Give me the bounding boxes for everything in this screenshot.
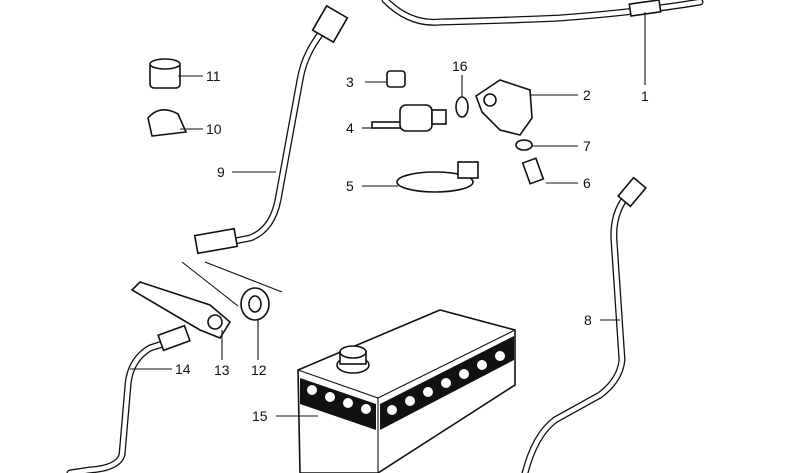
callout-16: 16 bbox=[452, 58, 468, 74]
assembly-guide-line bbox=[204, 261, 283, 293]
part-14-pipe bbox=[66, 324, 191, 473]
callout-6: 6 bbox=[583, 175, 591, 191]
callout-10: 10 bbox=[206, 121, 222, 137]
callout-13: 13 bbox=[214, 362, 230, 378]
part-8-pipe bbox=[521, 176, 647, 473]
callout-9: 9 bbox=[217, 164, 225, 180]
callout-4: 4 bbox=[346, 120, 354, 136]
part-11-grommet bbox=[149, 58, 203, 89]
part-1-hose bbox=[381, 0, 704, 85]
part-4-sensor bbox=[362, 104, 447, 132]
part-15-battery bbox=[276, 309, 516, 473]
callout-11: 11 bbox=[206, 68, 221, 84]
callout-2: 2 bbox=[583, 87, 591, 103]
part-5-clamp bbox=[362, 161, 479, 193]
callout-8: 8 bbox=[584, 312, 592, 328]
callout-15: 15 bbox=[252, 408, 268, 424]
callout-7: 7 bbox=[583, 138, 591, 154]
part-3-plug bbox=[365, 70, 406, 88]
part-13-bracket bbox=[130, 281, 232, 360]
part-9-pipe bbox=[193, 4, 349, 255]
part-7-washer bbox=[515, 139, 578, 151]
callout-5: 5 bbox=[346, 178, 354, 194]
part-2-fitting bbox=[475, 79, 578, 136]
part-6-bolt bbox=[521, 157, 578, 185]
part-16-washer bbox=[455, 75, 469, 118]
assembly-guide-line bbox=[181, 261, 239, 307]
callout-3: 3 bbox=[346, 74, 354, 90]
callout-12: 12 bbox=[251, 362, 267, 378]
callout-14: 14 bbox=[175, 361, 191, 377]
part-12-grommet bbox=[240, 287, 270, 360]
part-10-clip bbox=[147, 109, 203, 137]
callout-1: 1 bbox=[641, 88, 649, 104]
